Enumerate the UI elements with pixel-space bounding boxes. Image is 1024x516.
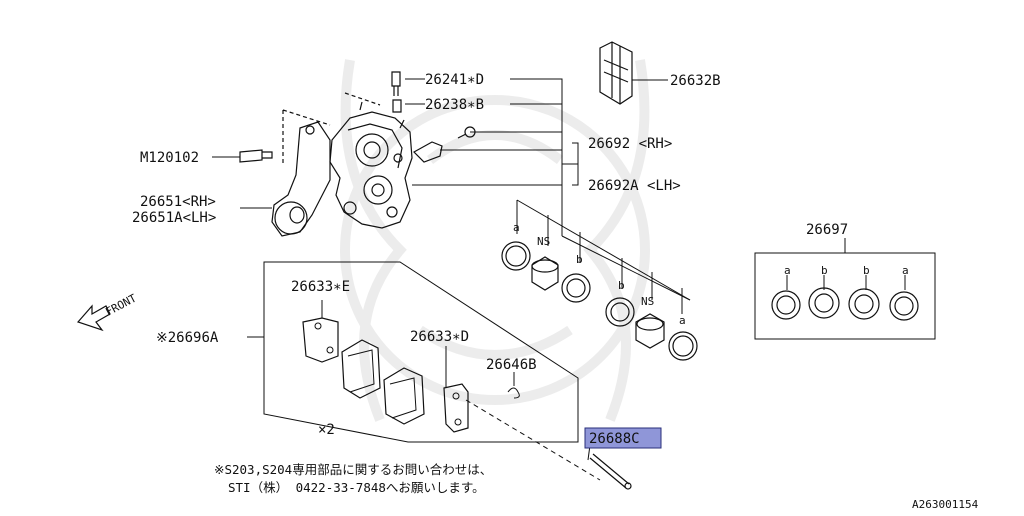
- seal-letter: a: [513, 221, 520, 234]
- figure-id: A263001154: [912, 498, 979, 511]
- callout-bleeder-cap[interactable]: 26238∗B: [425, 97, 484, 113]
- pin-part: [589, 453, 632, 490]
- callout-caliper-rh[interactable]: 26692 <RH>: [588, 136, 672, 152]
- callout-pin-highlighted[interactable]: 26688C: [589, 431, 640, 447]
- callout-bleeder-screw[interactable]: 26241∗D: [425, 72, 484, 88]
- callout-support-rh[interactable]: 26651<RH>: [140, 194, 216, 210]
- kit-letter: a: [902, 264, 909, 277]
- seal-letter: NS: [641, 295, 654, 308]
- seal-piston-set: [501, 241, 698, 361]
- callout-caliper-lh[interactable]: 26692A <LH>: [588, 178, 681, 194]
- callout-shim-d[interactable]: 26633∗D: [410, 329, 469, 345]
- seal-letter: b: [618, 279, 625, 292]
- callout-seal-kit[interactable]: 26697: [806, 222, 848, 238]
- callout-support-lh[interactable]: 26651A<LH>: [132, 210, 216, 226]
- front-label: FRONT: [103, 291, 139, 318]
- callout-spring[interactable]: 26646B: [486, 357, 537, 373]
- highlight-box: [584, 427, 662, 449]
- callout-bolt[interactable]: M120102: [140, 150, 199, 166]
- seal-kit-box: [754, 238, 936, 340]
- note-line-2: STI（株） 0422-33-7848へお願いします。: [228, 480, 485, 495]
- pad-set-box: [247, 261, 601, 481]
- callout-shim-e[interactable]: 26633∗E: [291, 279, 350, 295]
- pad-clip-part: [599, 41, 633, 105]
- quantity-label: ×2: [318, 422, 335, 438]
- seal-letter: b: [576, 253, 583, 266]
- seal-letter: a: [679, 314, 686, 327]
- kit-letter: b: [863, 264, 870, 277]
- seal-letter: NS: [537, 235, 550, 248]
- front-arrow-icon: [76, 304, 111, 332]
- kit-letter: a: [784, 264, 791, 277]
- callout-pad-clip[interactable]: 26632B: [670, 73, 721, 89]
- caliper-assembly: [239, 71, 476, 237]
- kit-letter: b: [821, 264, 828, 277]
- caliper-leaders: [212, 78, 691, 461]
- note-line-1: ※S203,S204専用部品に関するお問い合わせは、: [214, 462, 492, 477]
- callout-pad-set[interactable]: ※26696A: [156, 330, 219, 346]
